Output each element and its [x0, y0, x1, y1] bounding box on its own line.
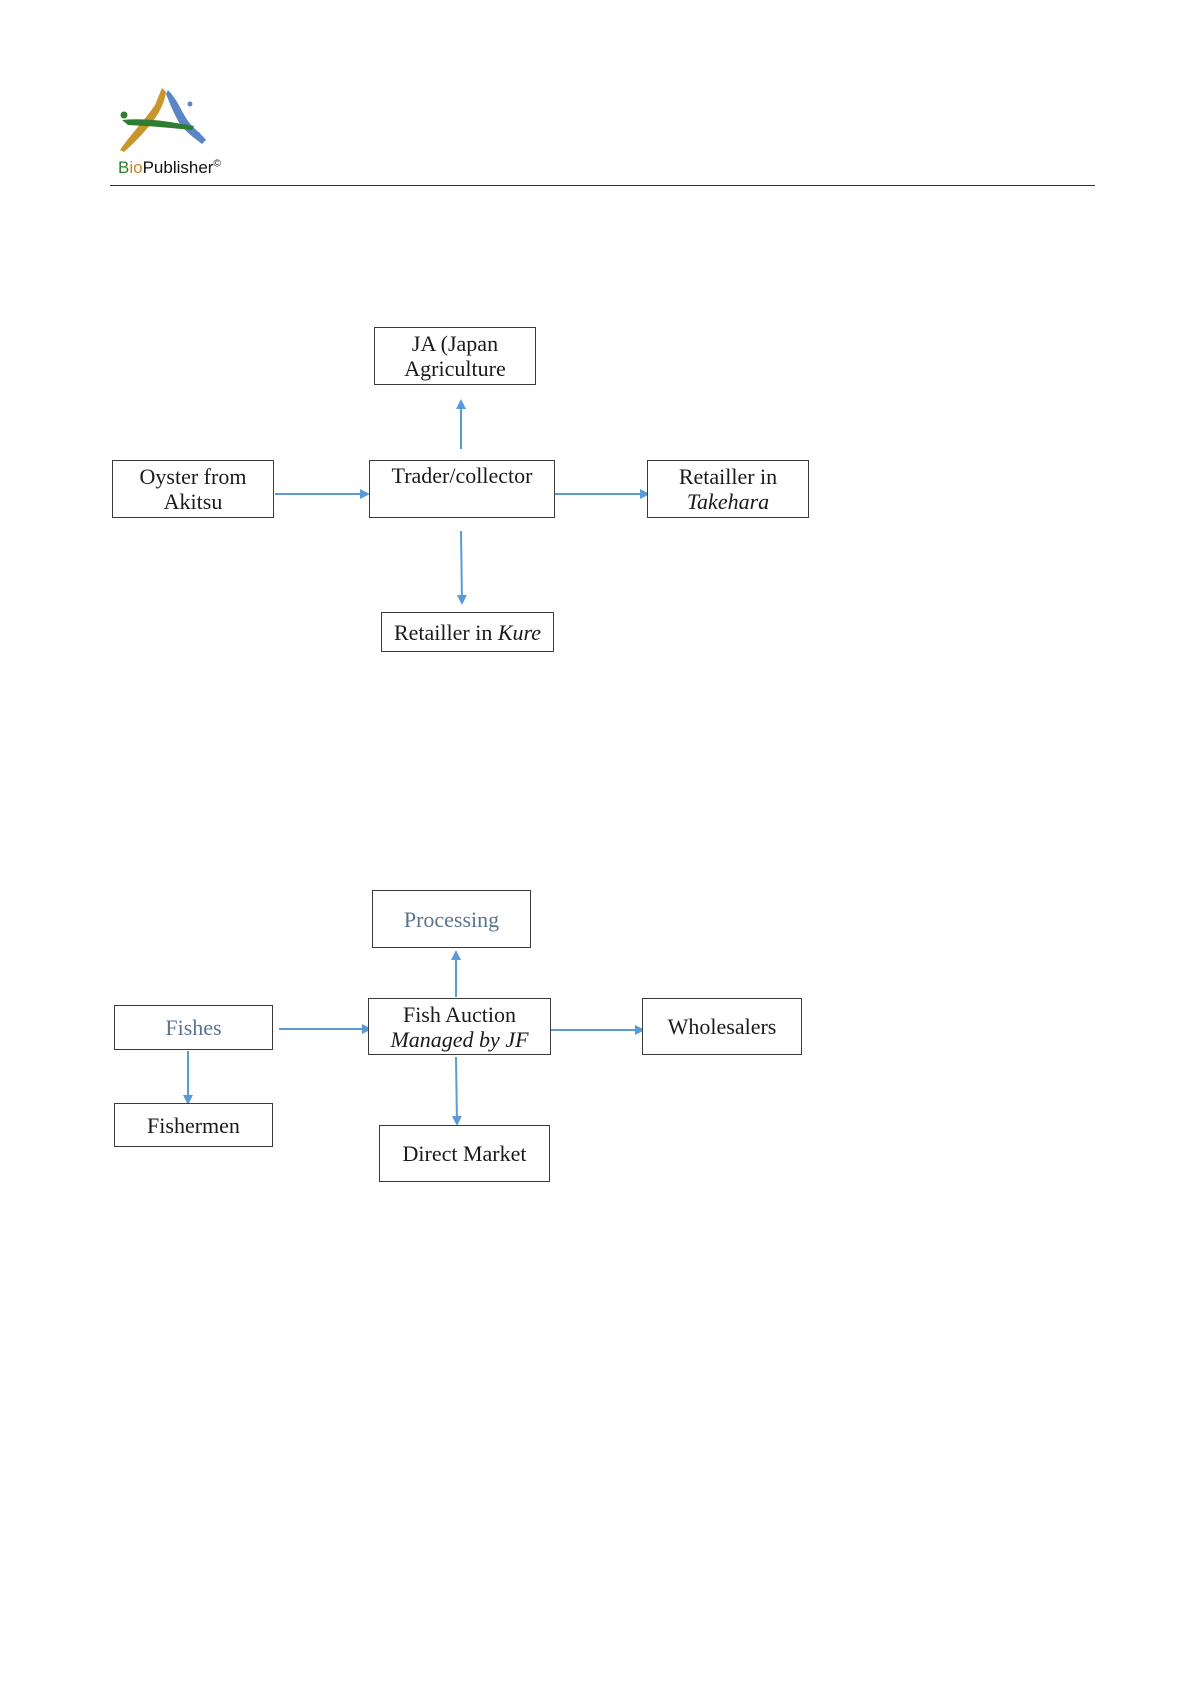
arrow-trader-to-kure [456, 530, 467, 605]
node-fishermen: Fishermen [114, 1103, 273, 1147]
node-processing: Processing [372, 890, 531, 948]
node-auction-line1: Fish Auction [402, 1001, 517, 1027]
node-processing-label: Processing [403, 906, 500, 932]
header-divider [110, 185, 1095, 186]
node-auction-line2: Managed by JF [390, 1026, 529, 1052]
node-oyster-line1: Oyster from [139, 464, 247, 489]
node-ja-line2: Agriculture [404, 356, 506, 381]
node-wholesalers-label: Wholesalers [667, 1014, 777, 1039]
node-fishes-label: Fishes [165, 1015, 222, 1040]
node-retailler-takehara: Retailler in Takehara [647, 460, 809, 518]
node-fishes: Fishes [114, 1005, 273, 1050]
arrow-auction-to-direct-market [451, 1056, 462, 1126]
biopublisher-logo: BioPublisher© [110, 80, 235, 180]
node-fish-auction: Fish Auction Managed by JF [368, 998, 551, 1055]
logo-wordmark: BioPublisher© [118, 158, 221, 177]
node-direct-market: Direct Market [379, 1125, 550, 1182]
node-takehara-line2: Takehara [686, 489, 770, 514]
node-fishermen-label: Fishermen [147, 1112, 240, 1138]
node-oyster-line2: Akitsu [163, 489, 223, 514]
node-trader-label: Trader/collector [391, 463, 533, 488]
node-direct-market-label: Direct Market [402, 1141, 527, 1166]
node-ja-japan-agriculture: JA (Japan Agriculture [374, 327, 536, 385]
biopublisher-logo-icon [120, 88, 206, 152]
node-retailler-kure: Retailler in Kure [381, 612, 554, 652]
node-oyster-from-akitsu: Oyster from Akitsu [112, 460, 274, 518]
node-wholesalers: Wholesalers [642, 998, 802, 1055]
node-takehara-line1: Retailler in [678, 464, 778, 489]
node-trader-collector: Trader/collector [369, 460, 555, 518]
node-kure-label: Retailler in Kure [393, 619, 542, 645]
node-ja-line1: JA (Japan [411, 331, 499, 356]
